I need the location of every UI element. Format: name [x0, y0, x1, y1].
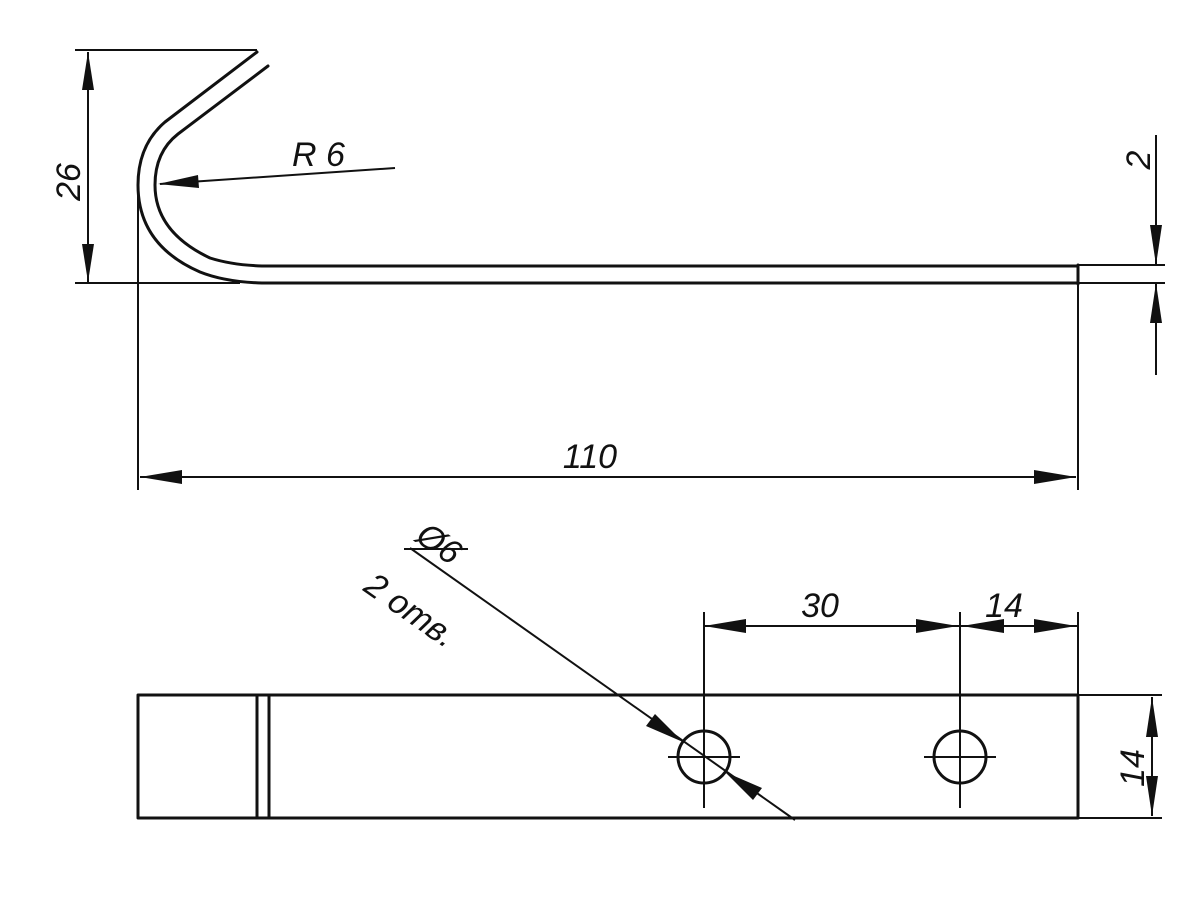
arrow-thk-bottom: [1150, 283, 1162, 323]
side-view: 26 R 6 2 110: [50, 49, 1165, 490]
dim-label-height: 26: [50, 163, 88, 202]
arrow-hole-lower: [725, 772, 762, 800]
arrow-height-top: [82, 52, 94, 90]
arrow-hole-upper: [646, 714, 683, 742]
arrow-offset-right: [1034, 619, 1076, 633]
dim-label-thickness: 2: [1120, 150, 1158, 170]
arrow-spacing-right: [916, 619, 958, 633]
top-view: Ø6 2 отв. 30 14 14: [136, 515, 1162, 821]
arrow-width-bottom: [1146, 776, 1158, 816]
strip-outline: [136, 693, 1080, 820]
arrow-radius: [158, 175, 199, 188]
arrow-length-right: [1034, 470, 1076, 484]
arrow-length-left: [140, 470, 182, 484]
dim-label-radius: R 6: [292, 136, 345, 174]
dim-label-width: 14: [1114, 749, 1152, 787]
arrow-width-top: [1146, 697, 1158, 737]
dim-label-hole-spacing: 30: [801, 587, 839, 625]
dim-label-edge-offset: 14: [985, 587, 1023, 625]
part-profile-outer: [136, 50, 1080, 285]
dim-label-hole-diameter: Ø6: [409, 515, 469, 573]
arrow-thk-top: [1150, 225, 1162, 265]
arrow-spacing-left: [704, 619, 746, 633]
dim-label-length: 110: [563, 438, 617, 476]
part-profile-inner: [153, 64, 1080, 268]
arrow-offset-left: [962, 619, 1004, 633]
arrow-height-bottom: [82, 244, 94, 282]
dim-line-radius: [159, 167, 396, 185]
dim-label-hole-count: 2 отв.: [357, 565, 464, 656]
